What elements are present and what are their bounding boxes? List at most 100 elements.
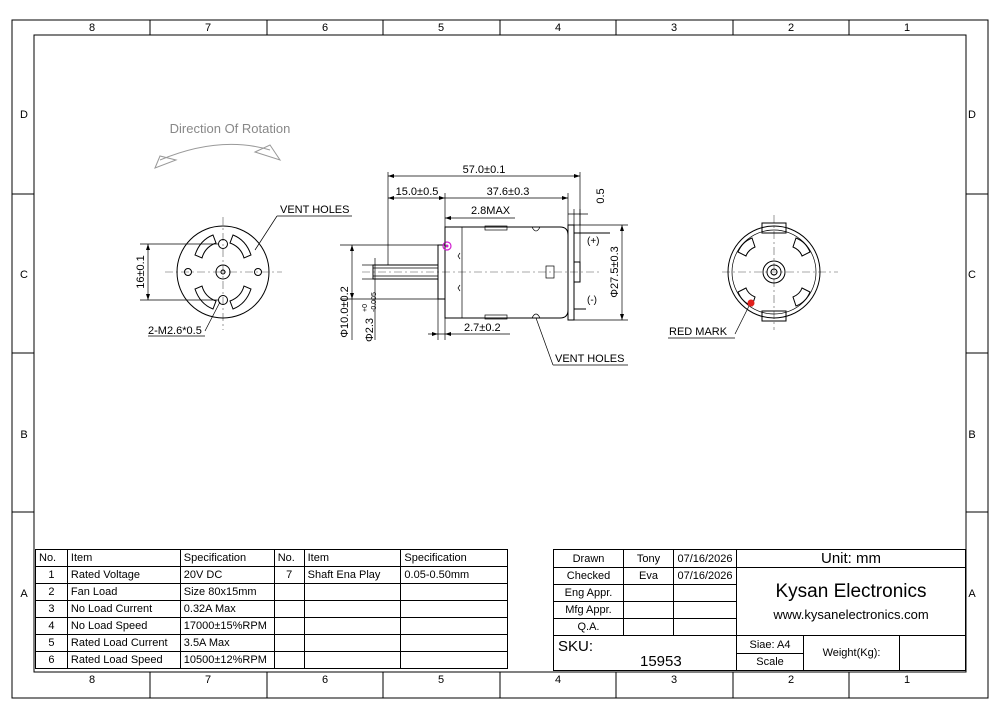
side-gap-dim: 0.5 xyxy=(595,188,607,203)
qa-date xyxy=(673,618,737,636)
side-shaft-length-dim: 15.0±0.5 xyxy=(396,186,439,198)
front-hole-left xyxy=(184,268,192,276)
front-vent-slot-3 xyxy=(194,285,217,310)
zone-top-5: 5 xyxy=(438,22,444,34)
table-row: 3 No Load Current 0.32A Max xyxy=(35,600,508,618)
zone-bottom-2: 2 xyxy=(788,674,794,686)
spec-header-row: No. Item Specification No. Item Specific… xyxy=(35,549,508,567)
side-shaft-diameter-dim: Φ2.3 xyxy=(364,318,376,342)
side-terminal-positive: (+) xyxy=(587,236,600,247)
side-max-dim: 2.8MAX xyxy=(471,205,511,217)
mfg-appr-date xyxy=(673,601,737,619)
weight-value xyxy=(899,635,966,671)
zone-right-c: C xyxy=(968,269,976,281)
spec-cell: 4 xyxy=(35,617,68,635)
mfg-appr-label: Mfg Appr. xyxy=(553,601,624,619)
zone-right-a: A xyxy=(968,588,976,600)
spec-cell: 6 xyxy=(35,651,68,669)
spec-cell: 0.32A Max xyxy=(179,600,275,618)
front-shaft xyxy=(220,269,226,275)
side-diameter-dim: Φ27.5±0.3 xyxy=(609,246,621,298)
eng-appr-label: Eng Appr. xyxy=(553,584,624,602)
zone-left-a: A xyxy=(20,588,28,600)
zone-bottom-1: 1 xyxy=(904,674,910,686)
zone-bottom-3: 3 xyxy=(671,674,677,686)
weight-label: Weight(Kg): xyxy=(803,635,900,671)
spec-cell xyxy=(400,600,508,618)
zone-top-4: 4 xyxy=(555,22,561,34)
spec-cell: 0.05-0.50mm xyxy=(400,566,508,584)
spec-header-no: No. xyxy=(35,549,68,567)
spec-cell xyxy=(273,583,305,601)
spec-cell xyxy=(303,600,402,618)
side-shaft-tol-lower: -0.005 xyxy=(371,292,378,312)
side-rear-boss xyxy=(573,261,581,283)
zone-bottom-8: 8 xyxy=(89,674,95,686)
table-row: 5 Rated Load Current 3.5A Max xyxy=(35,634,508,652)
spec-cell: 10500±12%RPM xyxy=(179,651,275,669)
spec-cell xyxy=(400,634,508,652)
spec-cell: 5 xyxy=(35,634,68,652)
front-vent-slot-1 xyxy=(194,234,217,259)
spec-cell xyxy=(273,600,305,618)
zone-left-d: D xyxy=(20,109,28,121)
front-mount-hole-top xyxy=(218,239,228,249)
spec-cell xyxy=(303,651,402,669)
zone-top-2: 2 xyxy=(788,22,794,34)
title-block: Drawn Tony 07/16/2026 Checked Eva 07/16/… xyxy=(553,549,966,671)
spec-cell: Rated Load Current xyxy=(66,634,181,652)
company-website: www.kysanelectronics.com xyxy=(773,607,929,622)
spec-header-spec-2: Specification xyxy=(400,549,508,567)
zone-ticks xyxy=(12,20,988,698)
table-row: 2 Fan Load Size 80x15mm xyxy=(35,583,508,601)
zone-left-c: C xyxy=(20,269,28,281)
spec-cell xyxy=(303,634,402,652)
spec-cell: 7 xyxy=(273,566,305,584)
zone-bottom-7: 7 xyxy=(205,674,211,686)
spec-cell: 1 xyxy=(35,566,68,584)
spec-header-spec: Specification xyxy=(179,549,275,567)
sku-value: 15953 xyxy=(640,653,682,670)
size-label: Siae: A4 xyxy=(736,635,804,654)
drawn-name: Tony xyxy=(623,549,674,568)
front-mount-hole-bottom xyxy=(218,295,228,305)
rear-view: RED MARK xyxy=(668,215,838,339)
rotation-arc xyxy=(159,143,271,161)
spec-cell: No Load Current xyxy=(66,600,181,618)
front-hole-right xyxy=(254,268,262,276)
spec-cell: Rated Voltage xyxy=(66,566,181,584)
scale-label: Scale xyxy=(736,653,804,671)
company-box: Kysan Electronics www.kysanelectronics.c… xyxy=(736,567,966,636)
table-row: 1 Rated Voltage 20V DC 7 Shaft Ena Play … xyxy=(35,566,508,584)
front-vent-slot-4 xyxy=(229,285,252,310)
rotation-indicator: Direction Of Rotation xyxy=(154,121,290,169)
sku-box: SKU: 15953 xyxy=(553,635,737,671)
table-row: 4 No Load Speed 17000±15%RPM xyxy=(35,617,508,635)
qa-label: Q.A. xyxy=(553,618,624,636)
side-color-mark xyxy=(442,241,452,251)
unit-label: Unit: mm xyxy=(736,549,966,568)
side-view: (+) (-) 57.0±0.1 15.0±0.5 37.6±0.3 2.8MA… xyxy=(339,164,628,366)
zone-labels: 8 7 6 5 4 3 2 1 8 7 6 5 4 3 2 1 D C B A … xyxy=(20,22,976,686)
spec-cell: 3 xyxy=(35,600,68,618)
zone-top-1: 1 xyxy=(904,22,910,34)
drawn-date: 07/16/2026 xyxy=(673,549,737,568)
zone-top-3: 3 xyxy=(671,22,677,34)
zone-bottom-5: 5 xyxy=(438,674,444,686)
rear-terminal-top xyxy=(761,222,787,234)
sku-label: SKU: xyxy=(558,638,594,655)
spec-cell: 17000±15%RPM xyxy=(179,617,275,635)
spec-cell: 2 xyxy=(35,583,68,601)
spec-table: No. Item Specification No. Item Specific… xyxy=(35,549,508,669)
rear-bearing-housing xyxy=(762,260,786,284)
side-body xyxy=(444,226,569,319)
front-vent-holes-label: VENT HOLES xyxy=(280,204,350,216)
zone-bottom-6: 6 xyxy=(322,674,328,686)
drawn-label: Drawn xyxy=(553,549,624,568)
side-boss-diameter-dim: Φ10.0±0.2 xyxy=(339,286,351,338)
spec-cell xyxy=(273,617,305,635)
spec-cell xyxy=(400,651,508,669)
spec-cell xyxy=(400,617,508,635)
spec-cell: Shaft Ena Play xyxy=(303,566,402,584)
zone-top-7: 7 xyxy=(205,22,211,34)
